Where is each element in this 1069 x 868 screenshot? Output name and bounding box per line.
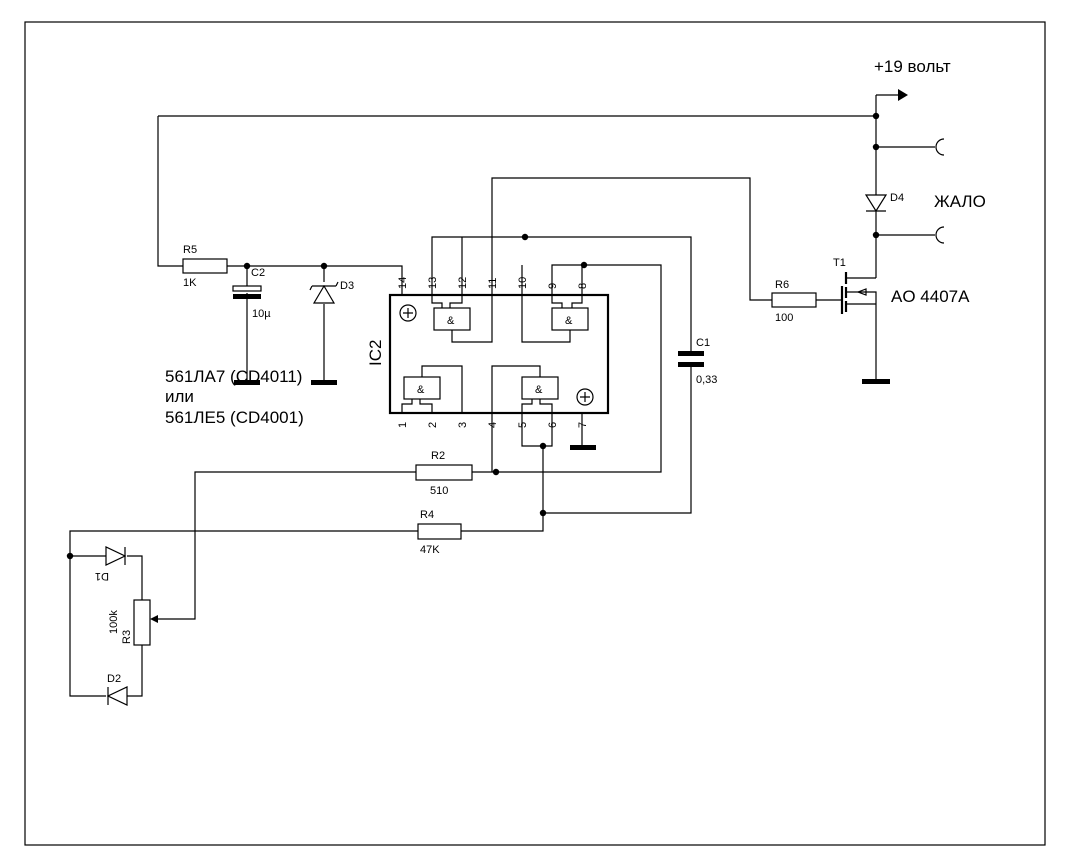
resistor-r4: R4 47K [417, 509, 462, 556]
r2-ref: R2 [431, 450, 445, 462]
diode-d4: D4 [864, 192, 904, 213]
pin-10: 10 [517, 277, 529, 289]
chip-option-1: 561ЛА7 (CD4011) [165, 367, 302, 386]
ground-c2 [234, 380, 260, 385]
ic2-package: IC2 & & & & [366, 293, 610, 415]
r6-value: 100 [775, 312, 793, 324]
d2-ref: D2 [107, 673, 121, 685]
junction-dots [66, 112, 880, 560]
d4-ref: D4 [890, 192, 904, 204]
gate3-symbol: & [417, 384, 425, 396]
supply-arrow-icon [898, 89, 908, 101]
r4-ref: R4 [420, 509, 434, 521]
c2-ref: C2 [251, 267, 265, 279]
pin-14: 14 [397, 277, 409, 289]
diode-d1: D1 [95, 546, 127, 582]
chip-option-or: или [165, 387, 194, 406]
tip-terminal-top-icon [935, 138, 945, 156]
pin-8: 8 [577, 283, 589, 289]
gate4-symbol: & [535, 384, 543, 396]
ground-d3 [311, 380, 337, 385]
tip-terminal-bottom-icon [935, 226, 945, 244]
tip-label: ЖАЛО [934, 192, 986, 211]
ground-ic2 [570, 445, 596, 450]
pin-2: 2 [427, 422, 439, 428]
d3-ref: D3 [340, 280, 354, 292]
c1-value: 0,33 [696, 374, 717, 386]
ic2-ref: IC2 [366, 340, 385, 366]
pin-1: 1 [397, 422, 409, 428]
t1-ref: T1 [833, 257, 846, 269]
capacitor-c1: C1 0,33 [678, 337, 717, 386]
r2-value: 510 [430, 485, 448, 497]
r3-value: 100k [108, 610, 120, 634]
r3-ref: R3 [121, 630, 133, 644]
gate1-symbol: & [447, 315, 455, 327]
zener-d3: D3 [309, 280, 354, 304]
capacitor-c2: C2 10µ [232, 267, 271, 320]
chip-option-2: 561ЛЕ5 (CD4001) [165, 408, 304, 427]
resistor-r2: R2 510 [415, 450, 473, 497]
pin-4: 4 [487, 422, 499, 428]
pin-6: 6 [547, 422, 559, 428]
pin-13: 13 [427, 277, 439, 289]
r6-ref: R6 [775, 279, 789, 291]
c1-ref: C1 [696, 337, 710, 349]
vss-marker-icon [576, 388, 594, 406]
wires [69, 94, 935, 697]
pin-11: 11 [487, 278, 499, 289]
gate2-symbol: & [565, 315, 573, 327]
d1-ref: D1 [95, 570, 109, 582]
transistor-t1: T1 AO 4407A [833, 257, 970, 314]
pin-7: 7 [577, 422, 589, 428]
transistor-part-label: AO 4407A [891, 287, 970, 306]
r4-value: 47K [420, 544, 440, 556]
resistor-r6: R6 100 [771, 279, 817, 324]
r5-ref: R5 [183, 244, 197, 256]
r5-value: 1K [183, 277, 197, 289]
resistor-r5: R5 1K [182, 244, 228, 289]
pin-9: 9 [547, 283, 559, 289]
drawing-frame [24, 21, 1046, 846]
potentiometer-r3: 100k R3 [108, 599, 158, 646]
supply-label: +19 вольт [874, 57, 951, 76]
pin-12: 12 [457, 277, 469, 289]
vdd-marker-icon [399, 304, 417, 322]
ground-t1 [862, 379, 890, 384]
diode-d2: D2 [106, 673, 128, 706]
c2-value: 10µ [252, 308, 271, 320]
ic2-pin-numbers: 14 13 12 11 10 9 8 1 2 3 4 5 6 7 [397, 277, 589, 428]
pin-3: 3 [457, 422, 469, 428]
pin-5: 5 [517, 422, 529, 428]
